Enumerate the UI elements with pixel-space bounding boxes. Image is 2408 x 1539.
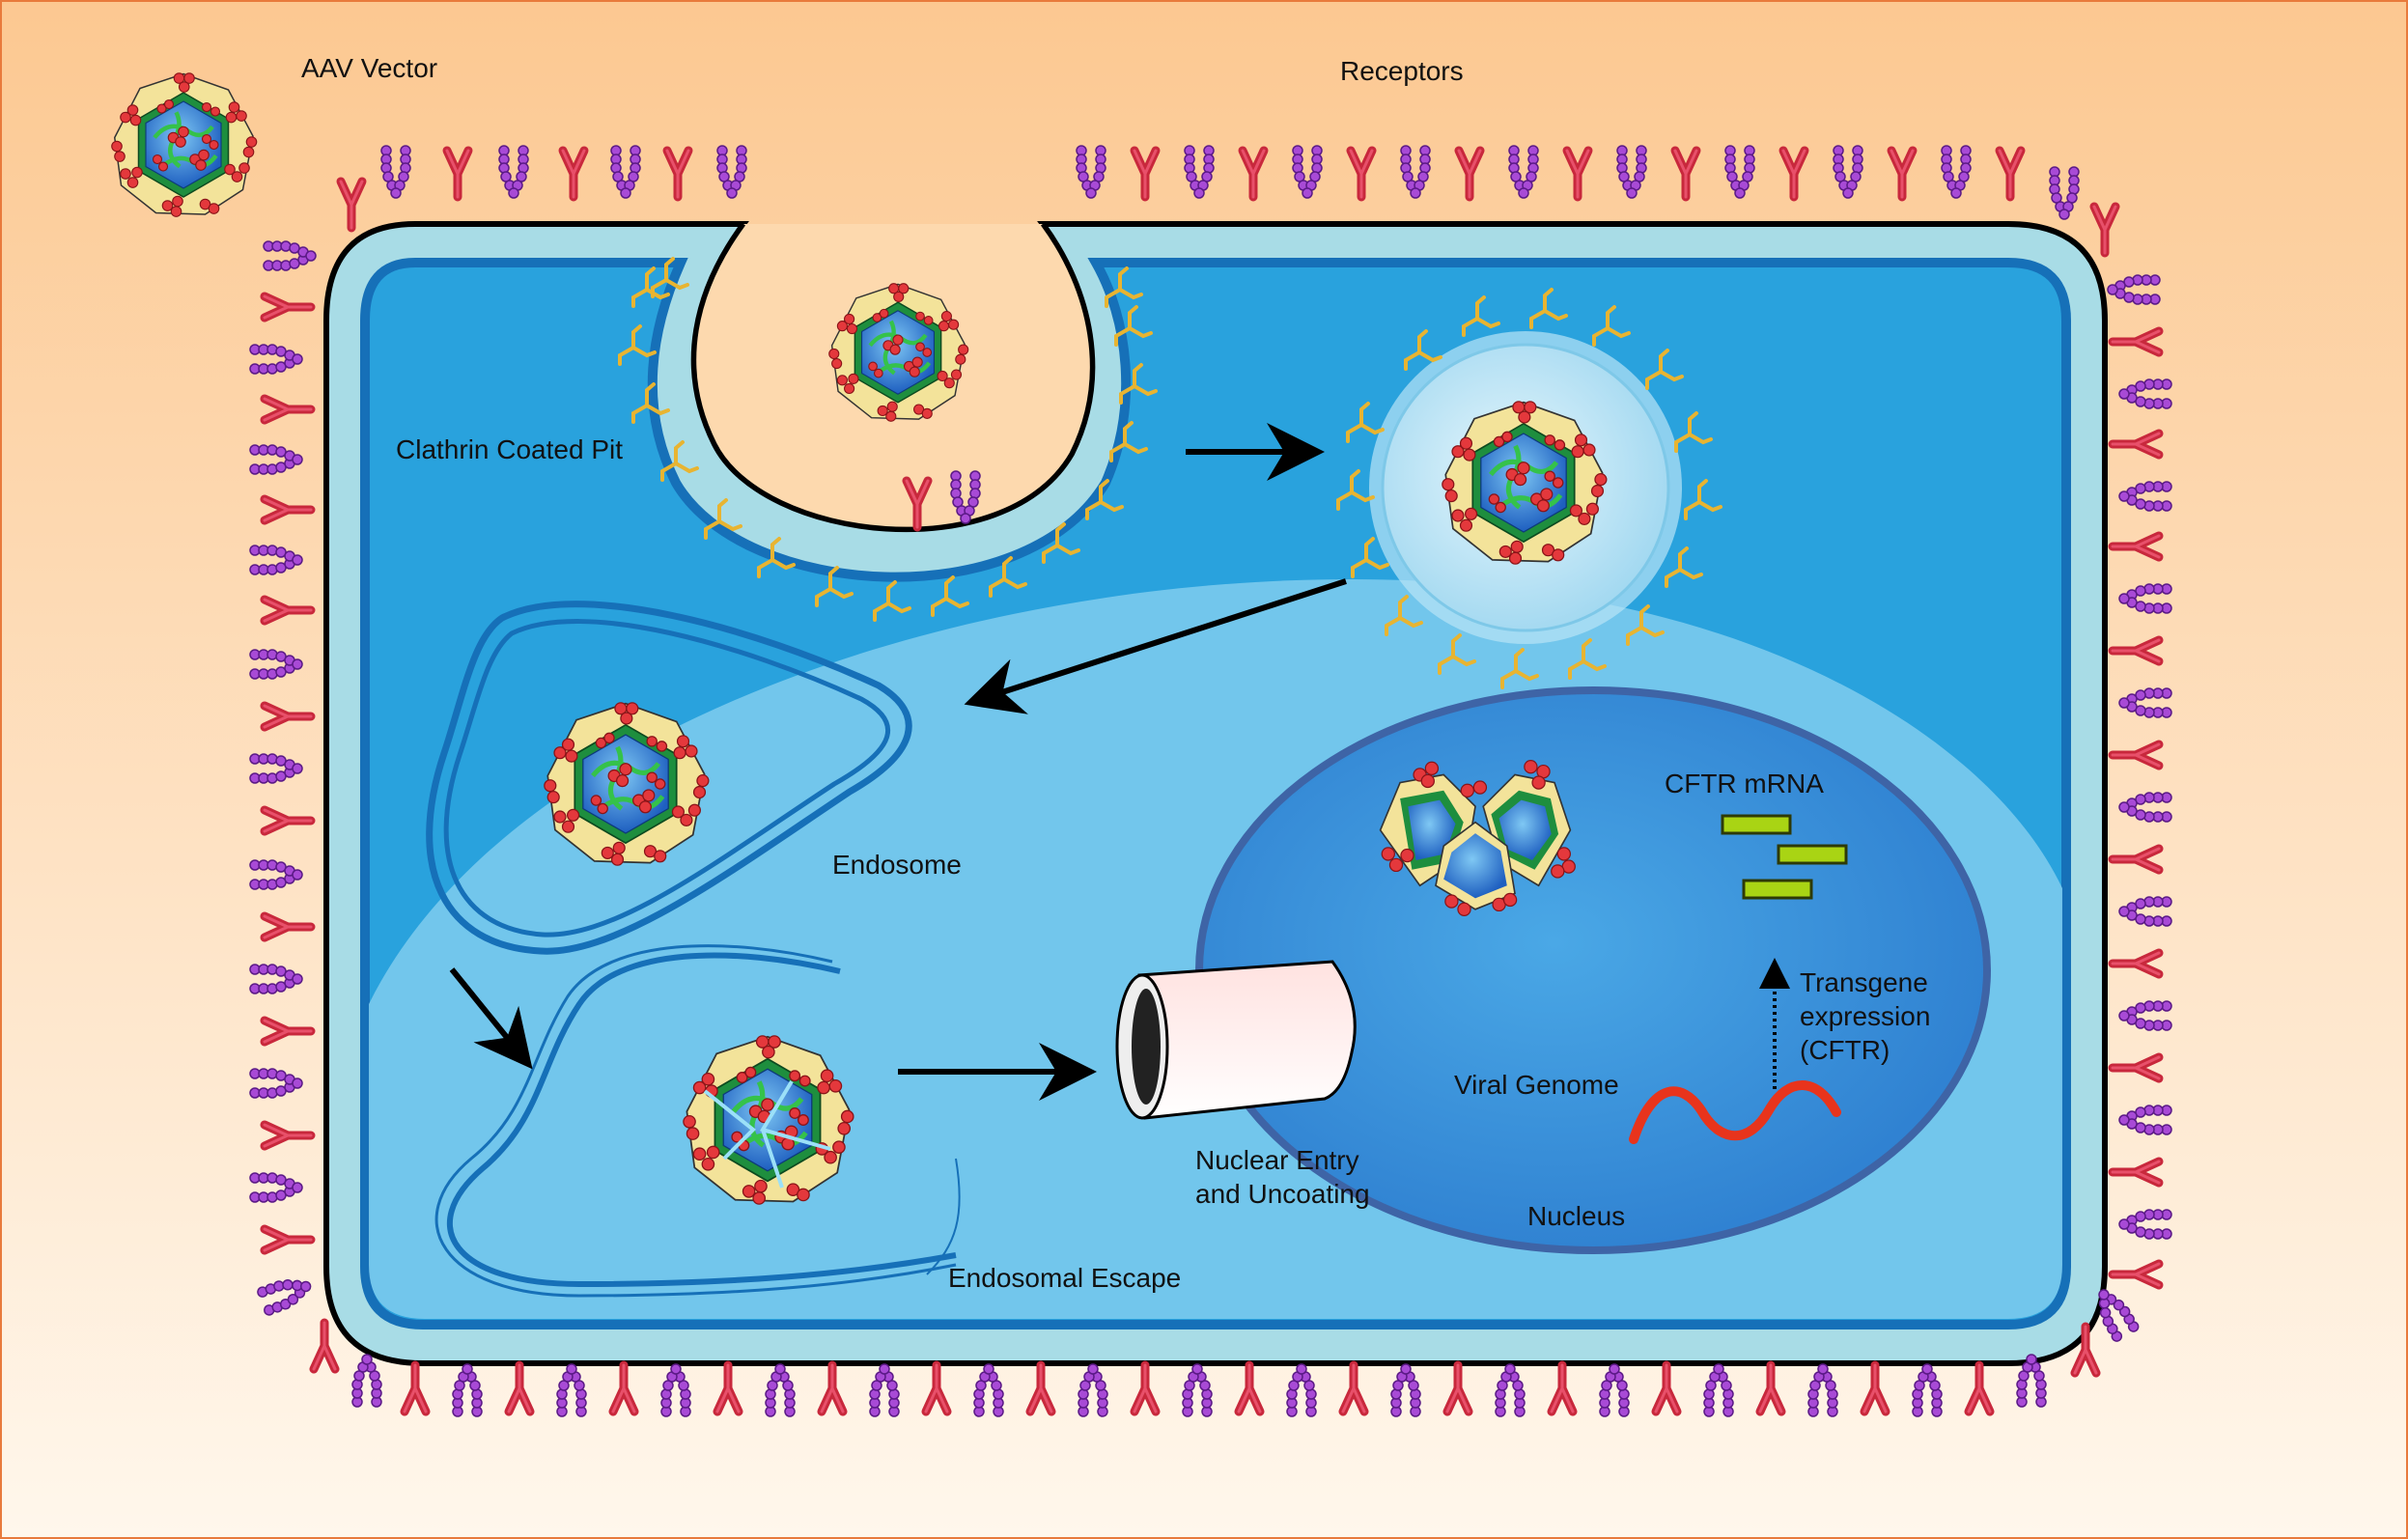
label-nuclear-entry: Nuclear Entry <box>1195 1145 1359 1175</box>
cftr-mrna-strands <box>1721 814 1848 900</box>
uncoated-capsid <box>1379 760 1576 916</box>
label-endosome: Endosome <box>832 850 962 880</box>
label-cftr: (CFTR) <box>1800 1035 1890 1065</box>
process-arrows <box>449 423 1347 1101</box>
label-clathrin-coated-pit: Clathrin Coated Pit <box>396 434 624 464</box>
viral-genome-wave <box>1629 1080 1841 1144</box>
label-endosomal-escape: Endosomal Escape <box>948 1263 1182 1293</box>
label-and-uncoating: and Uncoating <box>1195 1179 1370 1209</box>
label-viral-genome: Viral Genome <box>1454 1070 1619 1100</box>
endosome-fragments <box>434 944 961 1298</box>
endosome <box>426 601 912 955</box>
label-cftr-mrna: CFTR mRNA <box>1665 769 1824 798</box>
label-aav-vector: AAV Vector <box>301 53 438 83</box>
label-transgene: Transgene <box>1800 967 1928 997</box>
label-expression: expression <box>1800 1001 1931 1031</box>
nuclear-pore <box>1115 960 1357 1120</box>
label-receptors: Receptors <box>1340 56 1464 86</box>
label-nucleus: Nucleus <box>1527 1201 1626 1231</box>
coated-vesicle <box>1336 288 1722 689</box>
